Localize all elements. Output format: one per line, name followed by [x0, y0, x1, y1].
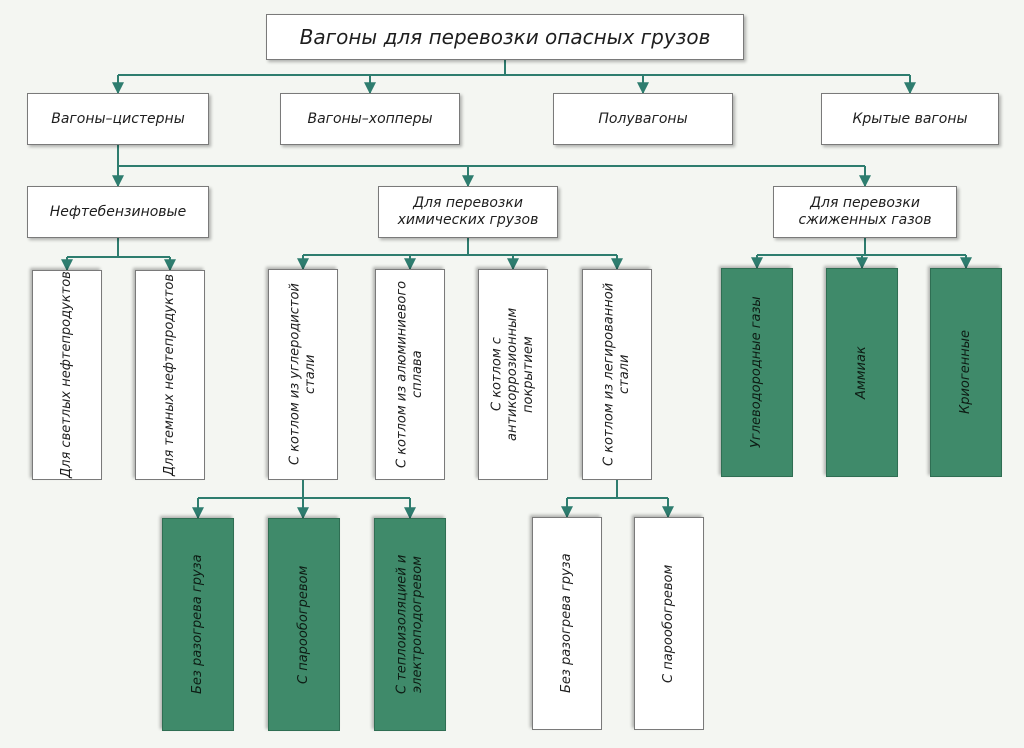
node-gondola-wagons: Полувагоны — [553, 93, 733, 145]
node-carbon-no-heating: Без разогрева груза — [162, 518, 234, 731]
node-covered-wagons: Крытые вагоны — [821, 93, 999, 145]
diagram-title-box: Вагоны для перевозки опасных грузов — [266, 14, 744, 60]
connector-title-categories — [118, 60, 910, 76]
node-hopper-wagons: Вагоны–хопперы — [280, 93, 460, 145]
node-carbon-steel-boiler: С котлом из углеродистой стали — [268, 269, 338, 480]
connector-gas-types — [757, 238, 966, 256]
node-ammonia: Аммиак — [826, 268, 898, 477]
node-anticorrosion-boiler: С котлом с антикоррозионным покрытием — [478, 269, 548, 480]
node-alloy-no-heating: Без разогрева груза — [532, 517, 602, 730]
connector-oil-products — [67, 238, 170, 258]
node-alloy-steam-heating: С парообогревом — [634, 517, 704, 730]
node-chemical-cargo: Для перевозки химических грузов — [378, 186, 558, 238]
node-dark-oil-products: Для темных нефтепродуктов — [135, 270, 205, 480]
node-tank-wagons: Вагоны–цистерны — [27, 93, 209, 145]
connector-tank-types — [117, 145, 865, 167]
connector-chemical-boilers — [303, 238, 617, 256]
node-cryogenic: Криогенные — [930, 268, 1002, 477]
node-light-oil-products: Для светлых нефтепродуктов — [32, 270, 102, 480]
node-hydrocarbon-gases: Углеводородные газы — [721, 268, 793, 477]
diagram-title: Вагоны для перевозки опасных грузов — [299, 25, 711, 49]
node-alloy-steel-boiler: С котлом из легированной стали — [582, 269, 652, 480]
connector-carbon-heating — [198, 480, 410, 499]
node-carbon-insulated-electric: С теплоизоляцией и электроподогревом — [374, 518, 446, 731]
node-carbon-steam-heating: С парообогревом — [268, 518, 340, 731]
connector-alloy-heating — [567, 480, 668, 499]
node-liquefied-gases: Для перевозки сжиженных газов — [773, 186, 957, 238]
node-oil-gasoline: Нефтебензиновые — [27, 186, 209, 238]
node-aluminum-boiler: С котлом из алюминиевого сплава — [375, 269, 445, 480]
